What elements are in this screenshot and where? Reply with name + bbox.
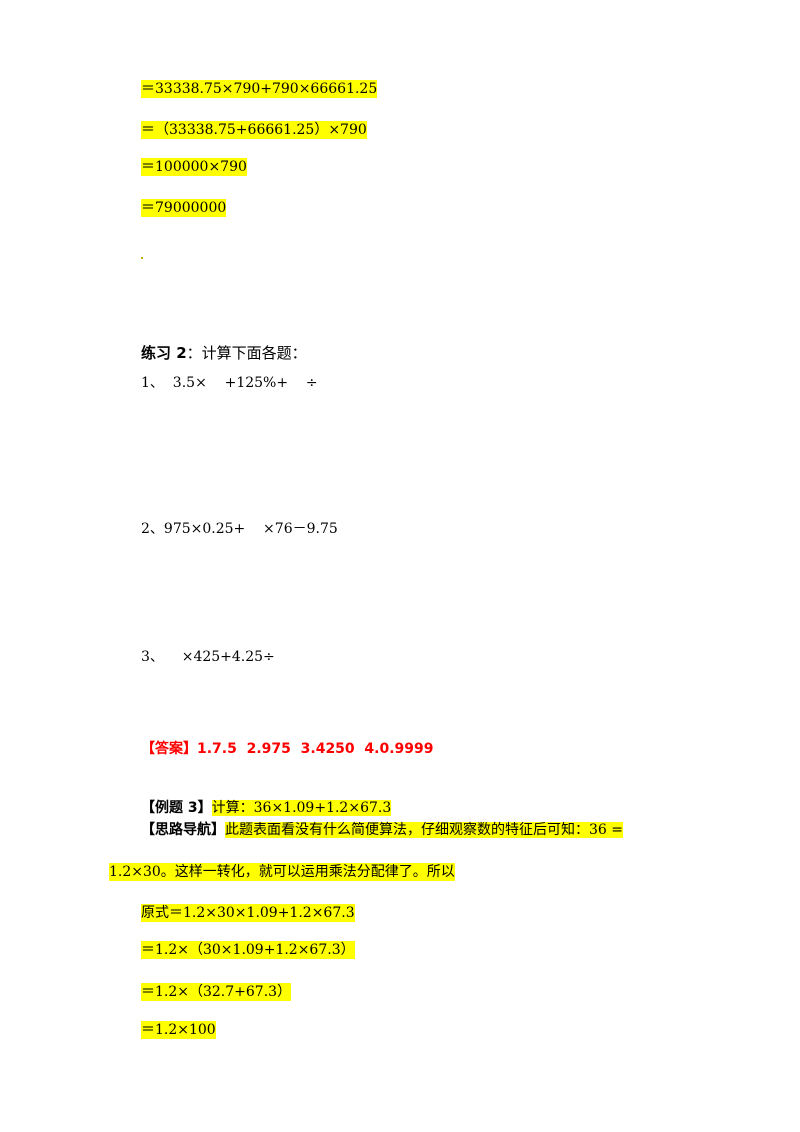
calc-step-4: ＝79000000 [141,199,227,217]
solution-step-3: ＝1.2×（32.7+67.3） [141,983,292,1001]
example3-label: 【例题 3】 [141,800,212,816]
solution-step-1: 原式＝1.2×30×1.09+1.2×67.3 [141,904,355,922]
practice2-q2: 2、975×0.25+ ×76－9.75 [141,521,338,537]
solution-step-2: ＝1.2×（30×1.09+1.2×67.3） [141,941,355,959]
practice2-title-rest: ：计算下面各题： [186,344,307,362]
calc-step-1: ＝33338.75×790+790×66661.25 [141,80,378,98]
practice2-heading: 练习 2：计算下面各题： [141,344,307,362]
calc-step-3: ＝100000×790 [141,158,247,176]
guide-label: 【思路导航】 [141,822,225,838]
guide-line-2: 1.2×30。这样一转化，就可以运用乘法分配律了。所以 [109,863,455,881]
practice2-q1: 1、 3.5× +125%+ ÷ [141,375,318,391]
guide-line-1: 【思路导航】此题表面看没有什么简便算法，仔细观察数的特征后可知：36 = [141,821,623,839]
example3-line: 【例题 3】计算：36×1.09+1.2×67.3 [141,799,392,817]
solution-step-4: ＝1.2×100 [141,1021,216,1039]
stray-dot [141,257,143,259]
calc-step-2: ＝（33338.75+66661.25）×790 [141,121,367,139]
practice2-q3: 3、 ×425+4.25÷ [141,649,275,665]
guide-text-1: 此题表面看没有什么简便算法，仔细观察数的特征后可知：36 = [225,822,623,838]
example3-text: 计算：36×1.09+1.2×67.3 [211,800,392,816]
answer-line: 【答案】1.7.5 2.975 3.4250 4.0.9999 [141,741,434,757]
practice2-title-bold: 练习 2 [141,344,187,362]
